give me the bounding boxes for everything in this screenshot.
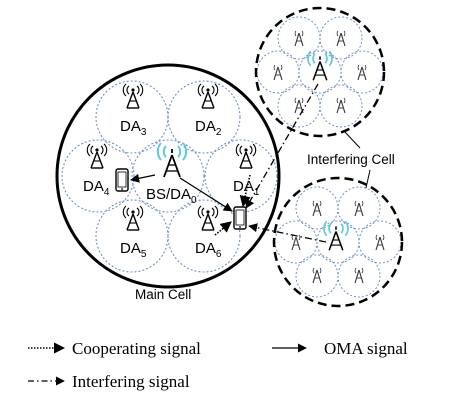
- interfering-cell-top: [245, 6, 386, 209]
- main-cell: DA1 DA2 DA3 DA4 DA5 DA6 BS/DA0 Main Cell: [55, 63, 281, 302]
- da5-label: DA5: [120, 240, 147, 260]
- legend: Cooperating signal OMA signal Interferin…: [28, 339, 408, 391]
- bs-antenna-icon: [156, 142, 188, 178]
- user1-phone-icon: [115, 168, 129, 192]
- da2-antenna-icon: [197, 83, 219, 109]
- da1-to-user2-cooperating-signal: [239, 174, 251, 208]
- legend-interfering-label: Interfering signal: [72, 372, 190, 391]
- bs-to-user1-oma-signal: [130, 173, 156, 183]
- top-interfering-antennas: [273, 30, 367, 114]
- bottom-interfering-signal: [248, 223, 327, 243]
- da3-antenna-icon: [122, 83, 144, 109]
- legend-cooperating-label: Cooperating signal: [72, 339, 201, 358]
- da4-label: DA4: [83, 178, 110, 198]
- user2-phone-icon: [233, 206, 247, 230]
- da2-label: DA2: [195, 118, 222, 138]
- main-cell-label: Main Cell: [135, 287, 191, 302]
- interfering-cell-bottom: [248, 176, 404, 308]
- interfering-cell-leader-bottom: [365, 169, 371, 189]
- top-interfering-signal: [245, 83, 319, 209]
- da1-antenna-icon: [235, 143, 257, 169]
- bottom-interfering-antennas: [291, 200, 385, 284]
- da4-antenna-icon: [86, 143, 108, 169]
- bs-label: BS/DA0: [146, 186, 197, 206]
- legend-oma-label: OMA signal: [324, 339, 408, 358]
- interfering-cell-leader-top: [343, 130, 361, 149]
- main-subcells: [61, 80, 278, 273]
- da6-label: DA6: [195, 240, 222, 260]
- bs-to-user2-oma-signal: [179, 177, 233, 212]
- main-cell-boundary: [55, 63, 281, 289]
- da6-antenna-icon: [197, 205, 219, 231]
- interfering-cell-label: Interfering Cell: [307, 152, 395, 167]
- da6-to-user2-cooperating-signal: [214, 221, 232, 236]
- da3-label: DA3: [120, 118, 147, 138]
- da5-antenna-icon: [122, 205, 144, 231]
